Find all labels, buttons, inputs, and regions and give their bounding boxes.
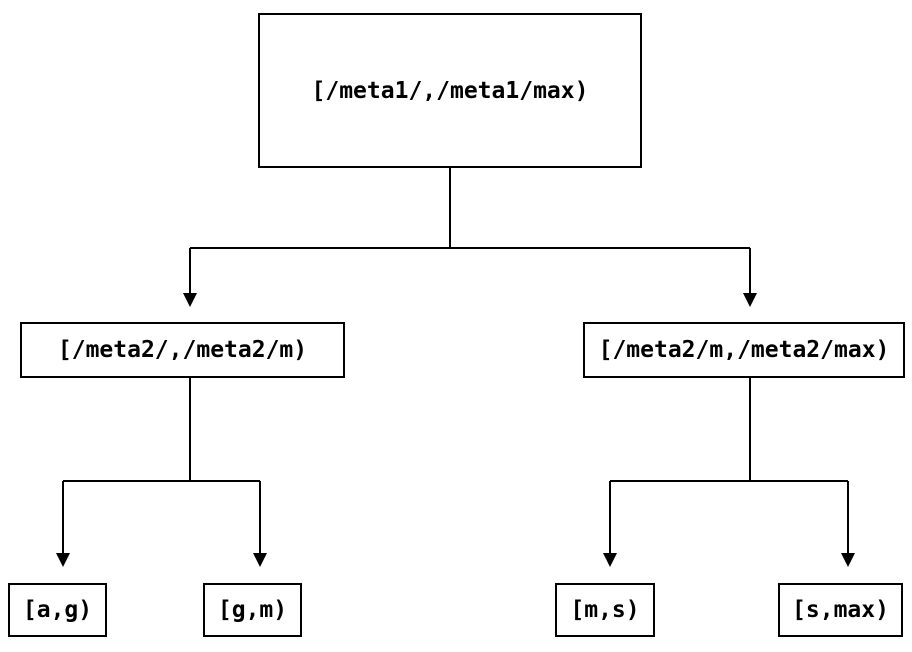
- node-root-range: [/meta1/,/meta1/max): [258, 13, 642, 168]
- node-leaf-ag: [a,g): [8, 583, 107, 637]
- arrowhead-icon: [743, 293, 757, 307]
- node-leaf-ms: [m,s): [555, 583, 655, 637]
- arrowhead-icon: [603, 553, 617, 567]
- node-right-range: [/meta2/m,/meta2/max): [583, 322, 905, 378]
- node-leaf-smax: [s,max): [778, 583, 903, 637]
- arrowhead-icon: [841, 553, 855, 567]
- edge-root-to-children: [189, 168, 751, 293]
- arrowhead-icon: [56, 553, 70, 567]
- edge-left-to-leaves: [62, 378, 261, 553]
- node-left-range: [/meta2/,/meta2/m): [20, 322, 345, 378]
- arrowhead-icon: [253, 553, 267, 567]
- node-leaf-gm: [g,m): [203, 583, 302, 637]
- arrowhead-icon: [183, 293, 197, 307]
- edge-right-to-leaves: [609, 378, 849, 553]
